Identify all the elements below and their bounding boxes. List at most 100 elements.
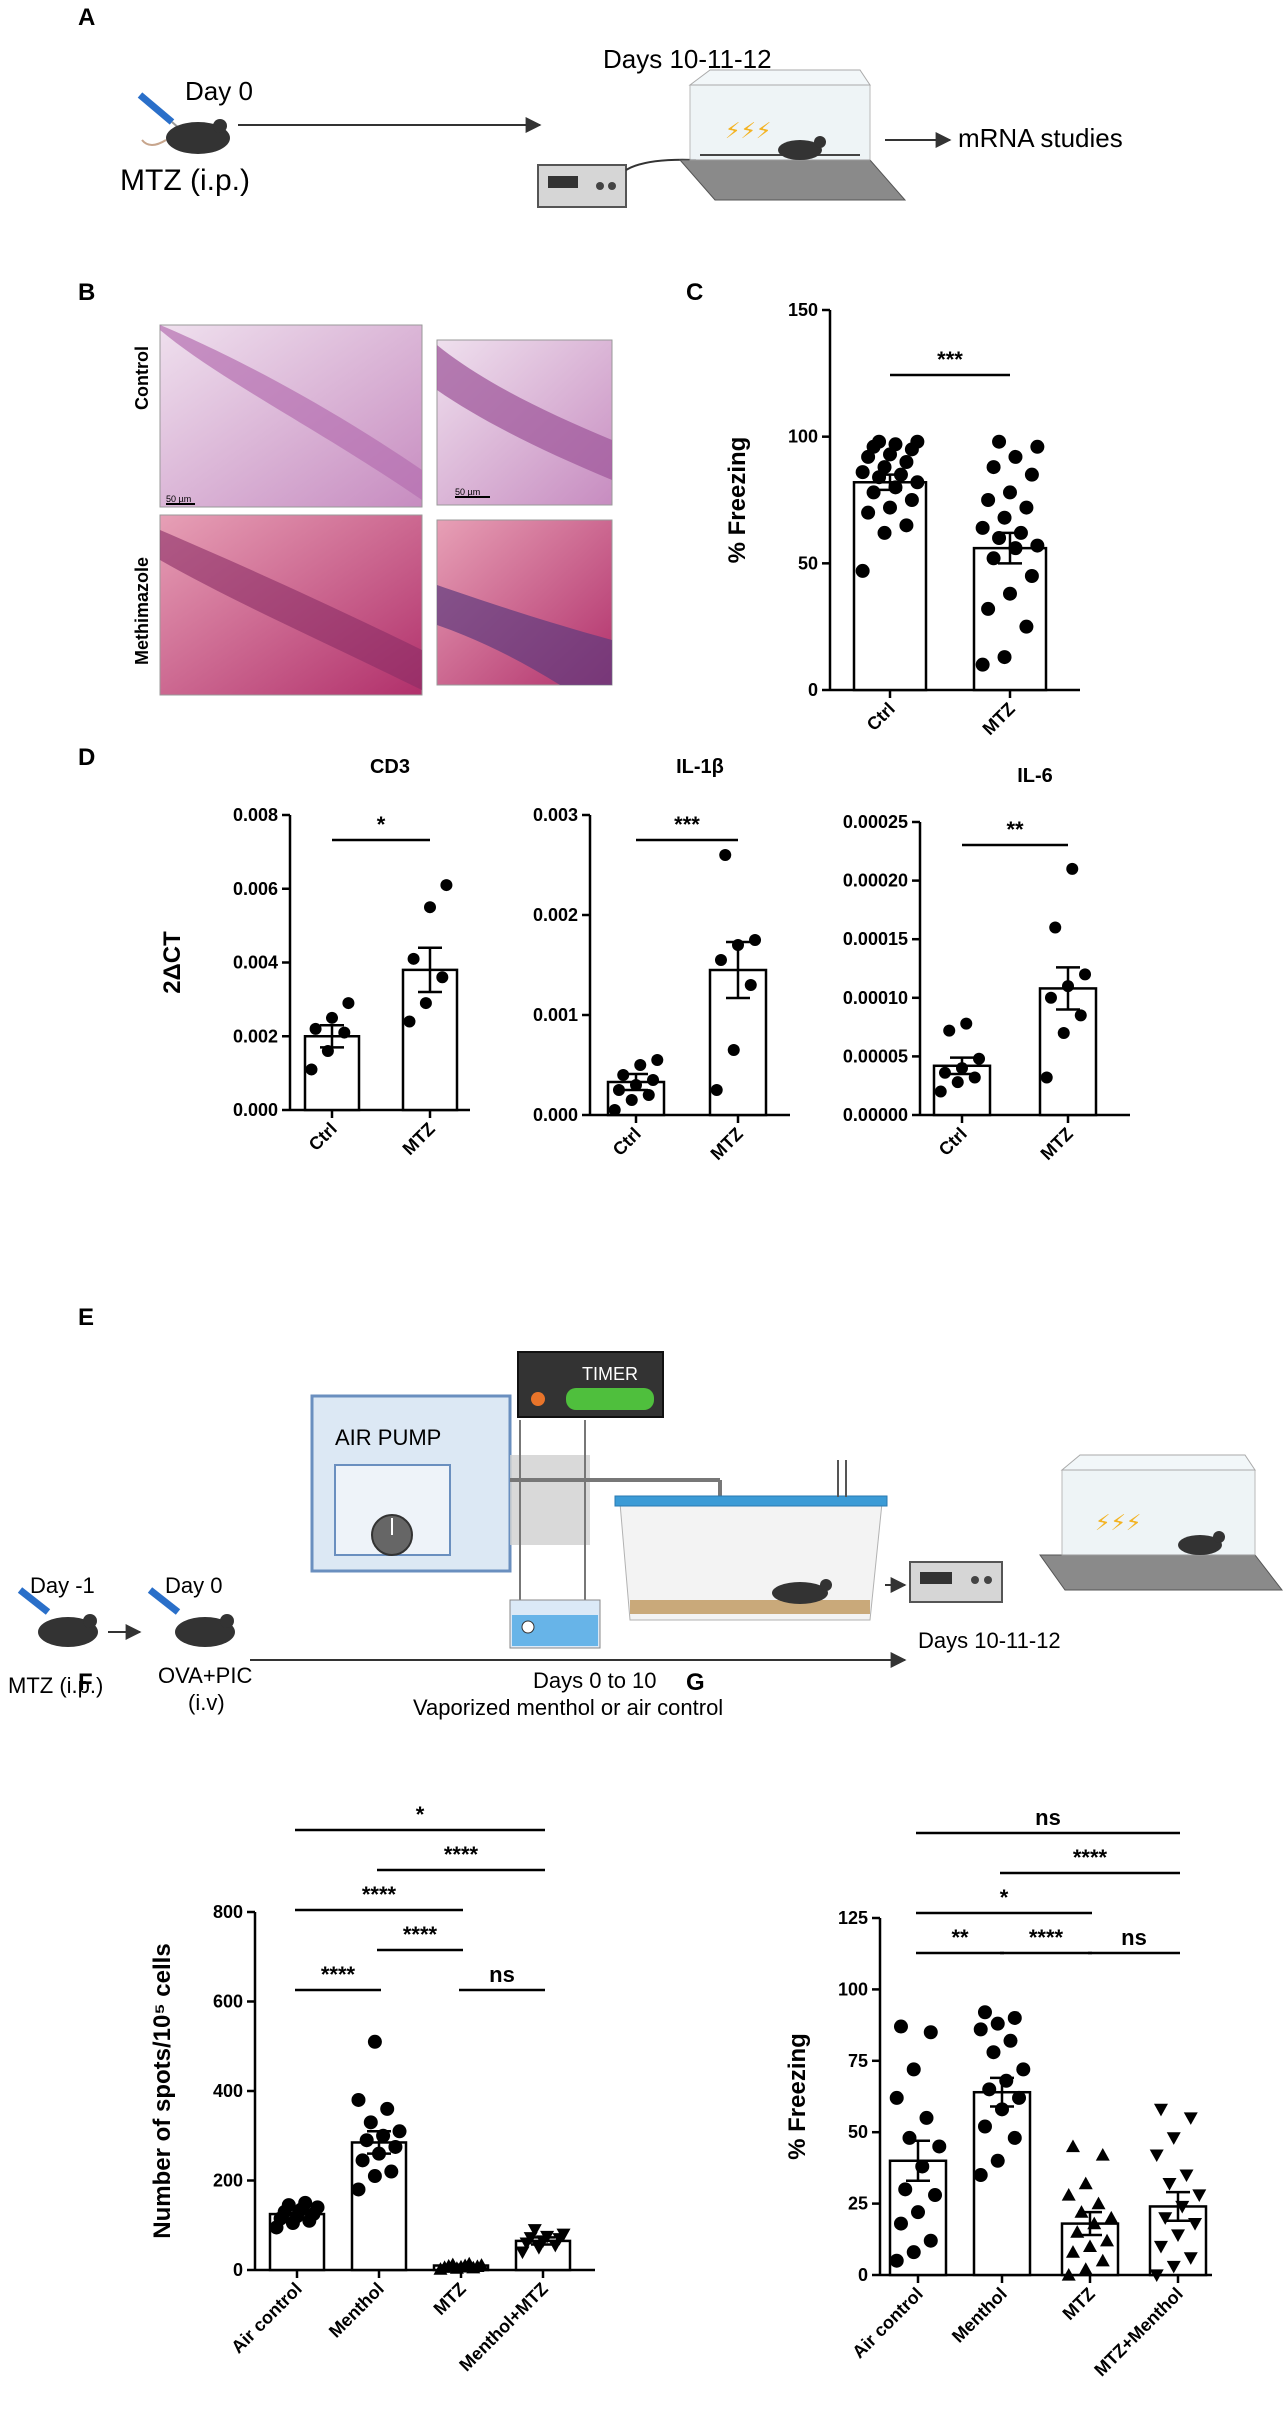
x-tick-label: Menthol+MTZ	[455, 2279, 552, 2376]
y-tick-label: 0.00025	[843, 812, 908, 832]
data-point	[359, 2133, 374, 2148]
data-point	[1003, 586, 1017, 601]
panel-letter-b: B	[78, 279, 95, 306]
data-point	[910, 434, 925, 449]
days-label: Days 10-11-12	[603, 44, 772, 74]
data-point	[919, 2110, 934, 2125]
control-label: Control	[132, 346, 152, 410]
data-point	[727, 1044, 740, 1056]
data-point	[326, 1011, 338, 1024]
data-point	[889, 2253, 904, 2268]
sig-label: ****	[321, 1962, 356, 1987]
data-point	[744, 979, 757, 991]
sig-label: ***	[674, 812, 700, 837]
mrna-label: mRNA studies	[958, 123, 1123, 153]
sig-label: ****	[403, 1922, 438, 1947]
x-tick-label: Ctrl	[935, 1124, 971, 1160]
data-point	[1166, 2132, 1181, 2145]
data-point	[338, 1026, 351, 1039]
mouse-icon-day-m1	[17, 1587, 98, 1647]
data-point	[973, 2168, 988, 2183]
y-axis-label: % Freezing	[784, 2033, 811, 2160]
data-point	[899, 518, 914, 533]
data-point	[973, 1052, 986, 1065]
data-point	[1104, 2210, 1119, 2224]
data-point	[981, 601, 996, 616]
data-point	[440, 879, 453, 892]
data-point	[617, 1069, 630, 1081]
sig-label: **	[1006, 817, 1024, 842]
y-tick-label: 0.00020	[843, 871, 908, 891]
y-tick-label: 0.00010	[843, 988, 908, 1008]
data-point	[899, 455, 914, 469]
data-point	[1183, 2252, 1198, 2265]
svg-text:⚡⚡⚡: ⚡⚡⚡	[1095, 1511, 1141, 1536]
data-point	[992, 434, 1007, 449]
data-point	[1008, 449, 1023, 464]
data-point	[351, 2182, 366, 2197]
data-point	[351, 2092, 366, 2107]
y-axis-label: % Freezing	[724, 437, 751, 564]
y-tick-label: 25	[848, 2194, 868, 2214]
panel-letter-g: G	[686, 1669, 705, 1696]
data-point	[992, 531, 1007, 545]
data-point	[938, 1066, 951, 1079]
data-point	[943, 1024, 956, 1037]
data-point	[363, 2115, 378, 2130]
data-point	[642, 1089, 655, 1101]
data-point	[1183, 2112, 1198, 2125]
data-point	[1149, 2269, 1164, 2282]
y-tick-label: 0.000	[533, 1105, 578, 1125]
data-point	[911, 2205, 925, 2220]
data-point	[651, 1054, 664, 1066]
data-point	[1019, 500, 1034, 515]
ova-route-label: (i.v)	[188, 1690, 225, 1715]
y-tick-label: 0	[858, 2265, 868, 2285]
panel-letter-e: E	[78, 1304, 94, 1331]
data-point	[997, 510, 1012, 525]
syringe-icon	[137, 92, 181, 130]
data-point	[367, 2169, 382, 2184]
y-tick-label: 50	[848, 2122, 868, 2142]
x-tick-label: MTZ	[707, 1124, 747, 1164]
sig-label: ****	[1073, 1845, 1108, 1870]
data-point	[904, 493, 919, 507]
shock-chamber-icon-e: ⚡⚡⚡	[909, 1454, 1284, 1603]
data-point	[355, 2153, 370, 2168]
data-point	[1019, 619, 1034, 634]
data-point	[1162, 2178, 1177, 2191]
sig-label: ****	[444, 1842, 479, 1867]
data-point	[1061, 2268, 1076, 2281]
data-point	[436, 971, 449, 984]
data-point	[305, 1063, 318, 1076]
data-point	[932, 2139, 947, 2154]
svg-text:⚡⚡⚡: ⚡⚡⚡	[725, 119, 771, 144]
y-tick-label: 600	[213, 1992, 243, 2012]
y-tick-label: 100	[838, 1979, 868, 1999]
data-point	[367, 2034, 382, 2049]
x-tick-label: Ctrl	[305, 1119, 341, 1155]
data-point	[973, 2022, 988, 2037]
data-point	[714, 954, 727, 966]
bar	[972, 2090, 1032, 2277]
data-point	[1007, 2130, 1022, 2145]
x-tick-label: Menthol	[948, 2284, 1011, 2347]
y-tick-label: 0.000	[233, 1100, 278, 1120]
y-tick-label: 50	[798, 553, 818, 573]
y-tick-label: 0.002	[533, 905, 578, 925]
data-point	[634, 1059, 647, 1071]
y-tick-label: 800	[213, 1902, 243, 1922]
x-tick-label: MTZ	[1059, 2284, 1099, 2324]
air-pump-label: AIR PUMP	[335, 1425, 441, 1450]
data-point	[608, 1104, 621, 1116]
data-point	[474, 2258, 489, 2271]
data-point	[934, 1085, 947, 1098]
data-point	[1030, 538, 1045, 553]
sig-label: ***	[937, 347, 963, 372]
sig-label: ns	[1121, 1925, 1147, 1950]
data-point	[928, 2188, 943, 2203]
data-point	[902, 2130, 917, 2145]
x-tick-label: Menthol	[325, 2279, 388, 2342]
